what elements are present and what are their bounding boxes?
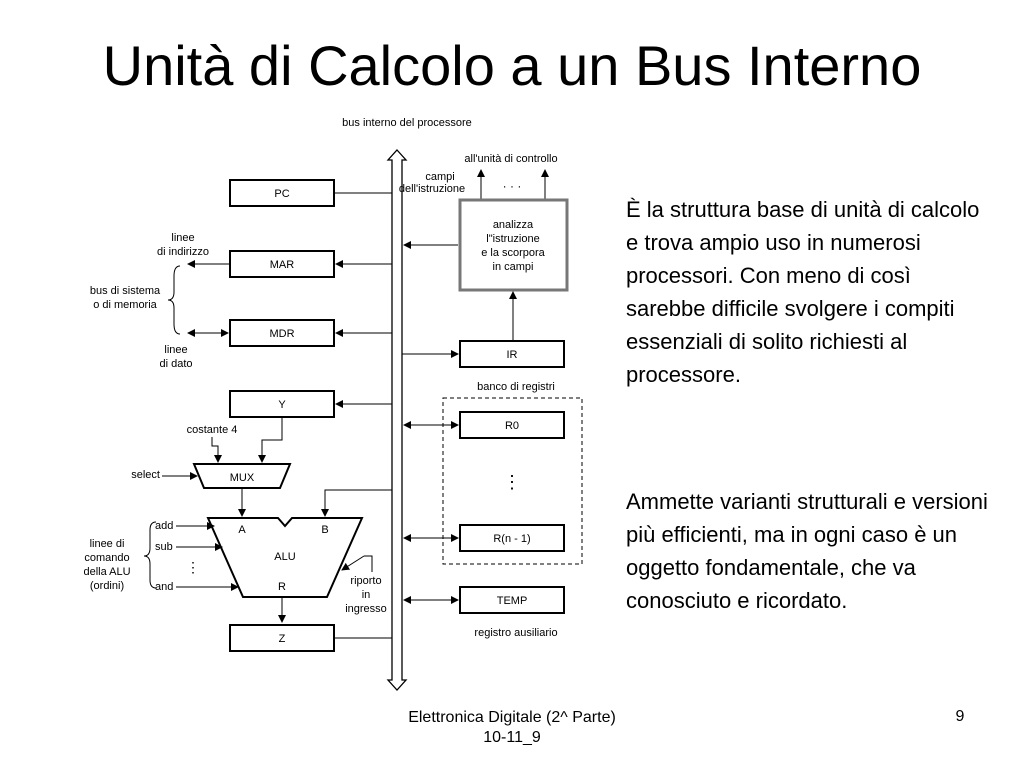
analyzer-line-2: l"istruzione: [486, 233, 539, 245]
label-linee-dato-2: di dato: [159, 358, 192, 370]
campi-label-1: campi: [425, 171, 454, 183]
label-comando-2: comando: [84, 552, 129, 564]
label-riporto-2: in: [362, 589, 371, 601]
alu-a-label: A: [238, 524, 246, 536]
label-linee-indirizzo-1: linee: [171, 232, 194, 244]
register-bank-ellipsis: ⋮: [503, 472, 521, 492]
alu-r-label: R: [278, 581, 286, 593]
alu-command-ellipsis: ⋮: [186, 559, 200, 575]
control-unit-label: all'unità di controllo: [464, 153, 557, 165]
label-comando-1: linee di: [90, 538, 125, 550]
r0-register: [459, 411, 565, 439]
label-add: add: [155, 520, 173, 532]
alu-command-brace: [143, 521, 157, 589]
rn-label: R(n - 1): [493, 533, 530, 545]
internal-bus: [386, 149, 408, 691]
pc-label: PC: [274, 188, 289, 200]
z-label: Z: [279, 633, 286, 645]
alu: [206, 517, 364, 598]
label-sub: sub: [155, 541, 173, 553]
label-and: and: [155, 581, 173, 593]
slide-title: Unità di Calcolo a un Bus Interno: [102, 34, 922, 97]
label-select: select: [131, 469, 160, 481]
footer-course-title: Elettronica Digitale (2^ Parte): [408, 709, 616, 726]
footer-course: Elettronica Digitale (2^ Parte) 10-11_9: [362, 708, 662, 748]
label-linee-dato-1: linee: [164, 344, 187, 356]
page-number: 9: [955, 708, 965, 725]
mar-register: [229, 250, 335, 278]
temp-register: [459, 586, 565, 614]
rn-register: [459, 524, 565, 552]
campi-ellipsis: · · ·: [503, 179, 522, 193]
instruction-analyzer-box: [458, 198, 569, 292]
label-riporto-1: riporto: [350, 575, 381, 587]
label-riporto-3: ingresso: [345, 603, 387, 615]
r0-label: R0: [505, 420, 519, 432]
analyzer-line-1: analizza: [493, 219, 534, 231]
label-comando-4: (ordini): [90, 580, 124, 592]
campi-label-2: dell'istruzione: [399, 183, 465, 195]
bus-label: bus interno del processore: [342, 117, 472, 129]
register-bank-box: [442, 397, 583, 565]
banco-label: banco di registri: [477, 381, 555, 393]
label-linee-indirizzo-2: di indirizzo: [157, 246, 209, 258]
system-bus-brace: [167, 265, 181, 335]
ir-register: [459, 340, 565, 368]
description-paragraph-1: È la struttura base di unità di calcolo …: [626, 197, 980, 387]
mar-label: MAR: [270, 259, 295, 271]
mdr-register: [229, 319, 335, 347]
analyzer-line-4: in campi: [493, 261, 534, 273]
description-paragraph-2: Ammette varianti strutturali e versioni …: [626, 489, 988, 613]
single-bus-datapath-diagram: bus interno del processore PC MAR linee …: [83, 117, 583, 691]
aux-register-label: registro ausiliario: [474, 627, 557, 639]
mux: [192, 463, 292, 489]
analyzer-line-3: e la scorpora: [481, 247, 545, 259]
alu-b-label: B: [321, 524, 328, 536]
label-bus-sistema-2: o di memoria: [93, 299, 157, 311]
ir-label: IR: [507, 349, 518, 361]
alu-label: ALU: [274, 551, 295, 563]
footer-course-code: 10-11_9: [483, 729, 541, 746]
mux-label: MUX: [230, 472, 255, 484]
pc-register: [229, 179, 335, 207]
label-costante: costante 4: [187, 424, 238, 436]
temp-label: TEMP: [497, 595, 528, 607]
label-comando-3: della ALU: [83, 566, 130, 578]
mdr-label: MDR: [269, 328, 294, 340]
z-register: [229, 624, 335, 652]
y-label: Y: [278, 399, 286, 411]
label-bus-sistema-1: bus di sistema: [90, 285, 161, 297]
